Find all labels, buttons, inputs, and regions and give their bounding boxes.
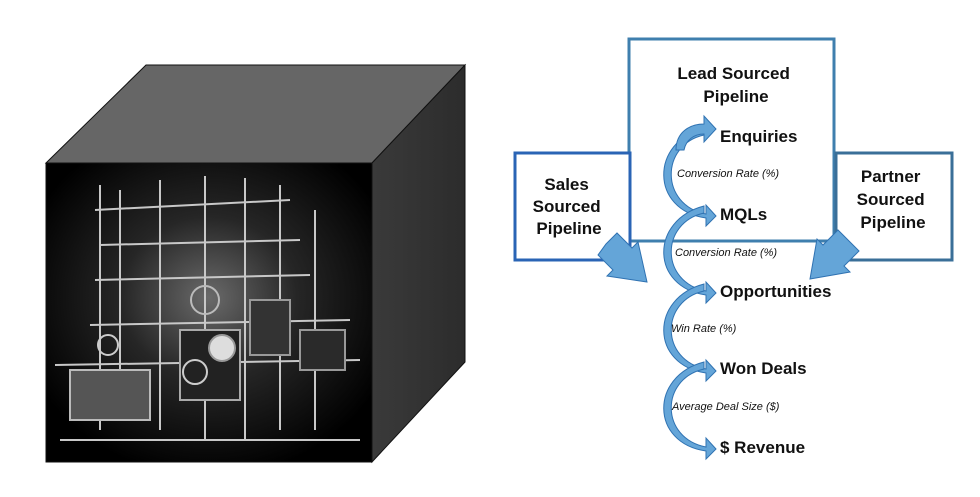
pipeline-stages: Enquiries MQLs Opportunities Won Deals $… (720, 127, 831, 457)
stage-revenue: $ Revenue (720, 438, 805, 457)
partner-inflow-arrow (809, 229, 860, 280)
stage-arrows (663, 114, 717, 461)
partner-sourced-box-label: Partner Sourced Pipeline (857, 167, 930, 232)
partner-sourced-label-line: Partner (861, 167, 921, 186)
lead-sourced-label-line: Lead Sourced (677, 64, 789, 83)
lead-sourced-box-label: Lead Sourced Pipeline (677, 64, 794, 106)
stage-mqls: MQLs (720, 205, 767, 224)
arrow-enquiries-to-mqls (663, 127, 717, 228)
partner-sourced-label-line: Sourced (857, 190, 925, 209)
arrow-into-enquiries (675, 114, 717, 151)
sales-inflow-arrow (597, 232, 648, 283)
conversion-rates: Conversion Rate (%) Conversion Rate (%) … (671, 168, 780, 413)
sales-sourced-label-line: Pipeline (536, 219, 601, 238)
black-box-cube (44, 63, 467, 464)
rate-mqls-to-opportunities: Conversion Rate (%) (675, 247, 777, 259)
rate-win-rate: Win Rate (%) (671, 323, 737, 335)
rate-average-deal-size: Average Deal Size ($) (671, 401, 780, 413)
rate-enquiries-to-mqls: Conversion Rate (%) (677, 168, 779, 180)
arrow-won-deals-to-revenue (663, 361, 717, 461)
stage-opportunities: Opportunities (720, 282, 831, 301)
arrow-opportunities-to-won-deals (663, 283, 717, 383)
arrow-mqls-to-opportunities (663, 205, 717, 305)
partner-sourced-pipeline-box: Partner Sourced Pipeline (834, 151, 954, 262)
lead-sourced-pipeline-box: Lead Sourced Pipeline (627, 37, 836, 243)
inflow-arrows (597, 229, 860, 283)
stage-enquiries: Enquiries (720, 127, 797, 146)
sales-sourced-label-line: Sales (544, 175, 588, 194)
partner-sourced-label-line: Pipeline (860, 213, 925, 232)
stage-won-deals: Won Deals (720, 359, 807, 378)
machine-illustration (54, 176, 361, 441)
lead-sourced-box-frame (627, 37, 836, 243)
sales-sourced-box-label: Sales Sourced Pipeline (533, 175, 606, 238)
lead-sourced-label-line: Pipeline (703, 87, 768, 106)
partner-sourced-box-frame (834, 151, 954, 262)
sales-sourced-label-line: Sourced (533, 197, 601, 216)
